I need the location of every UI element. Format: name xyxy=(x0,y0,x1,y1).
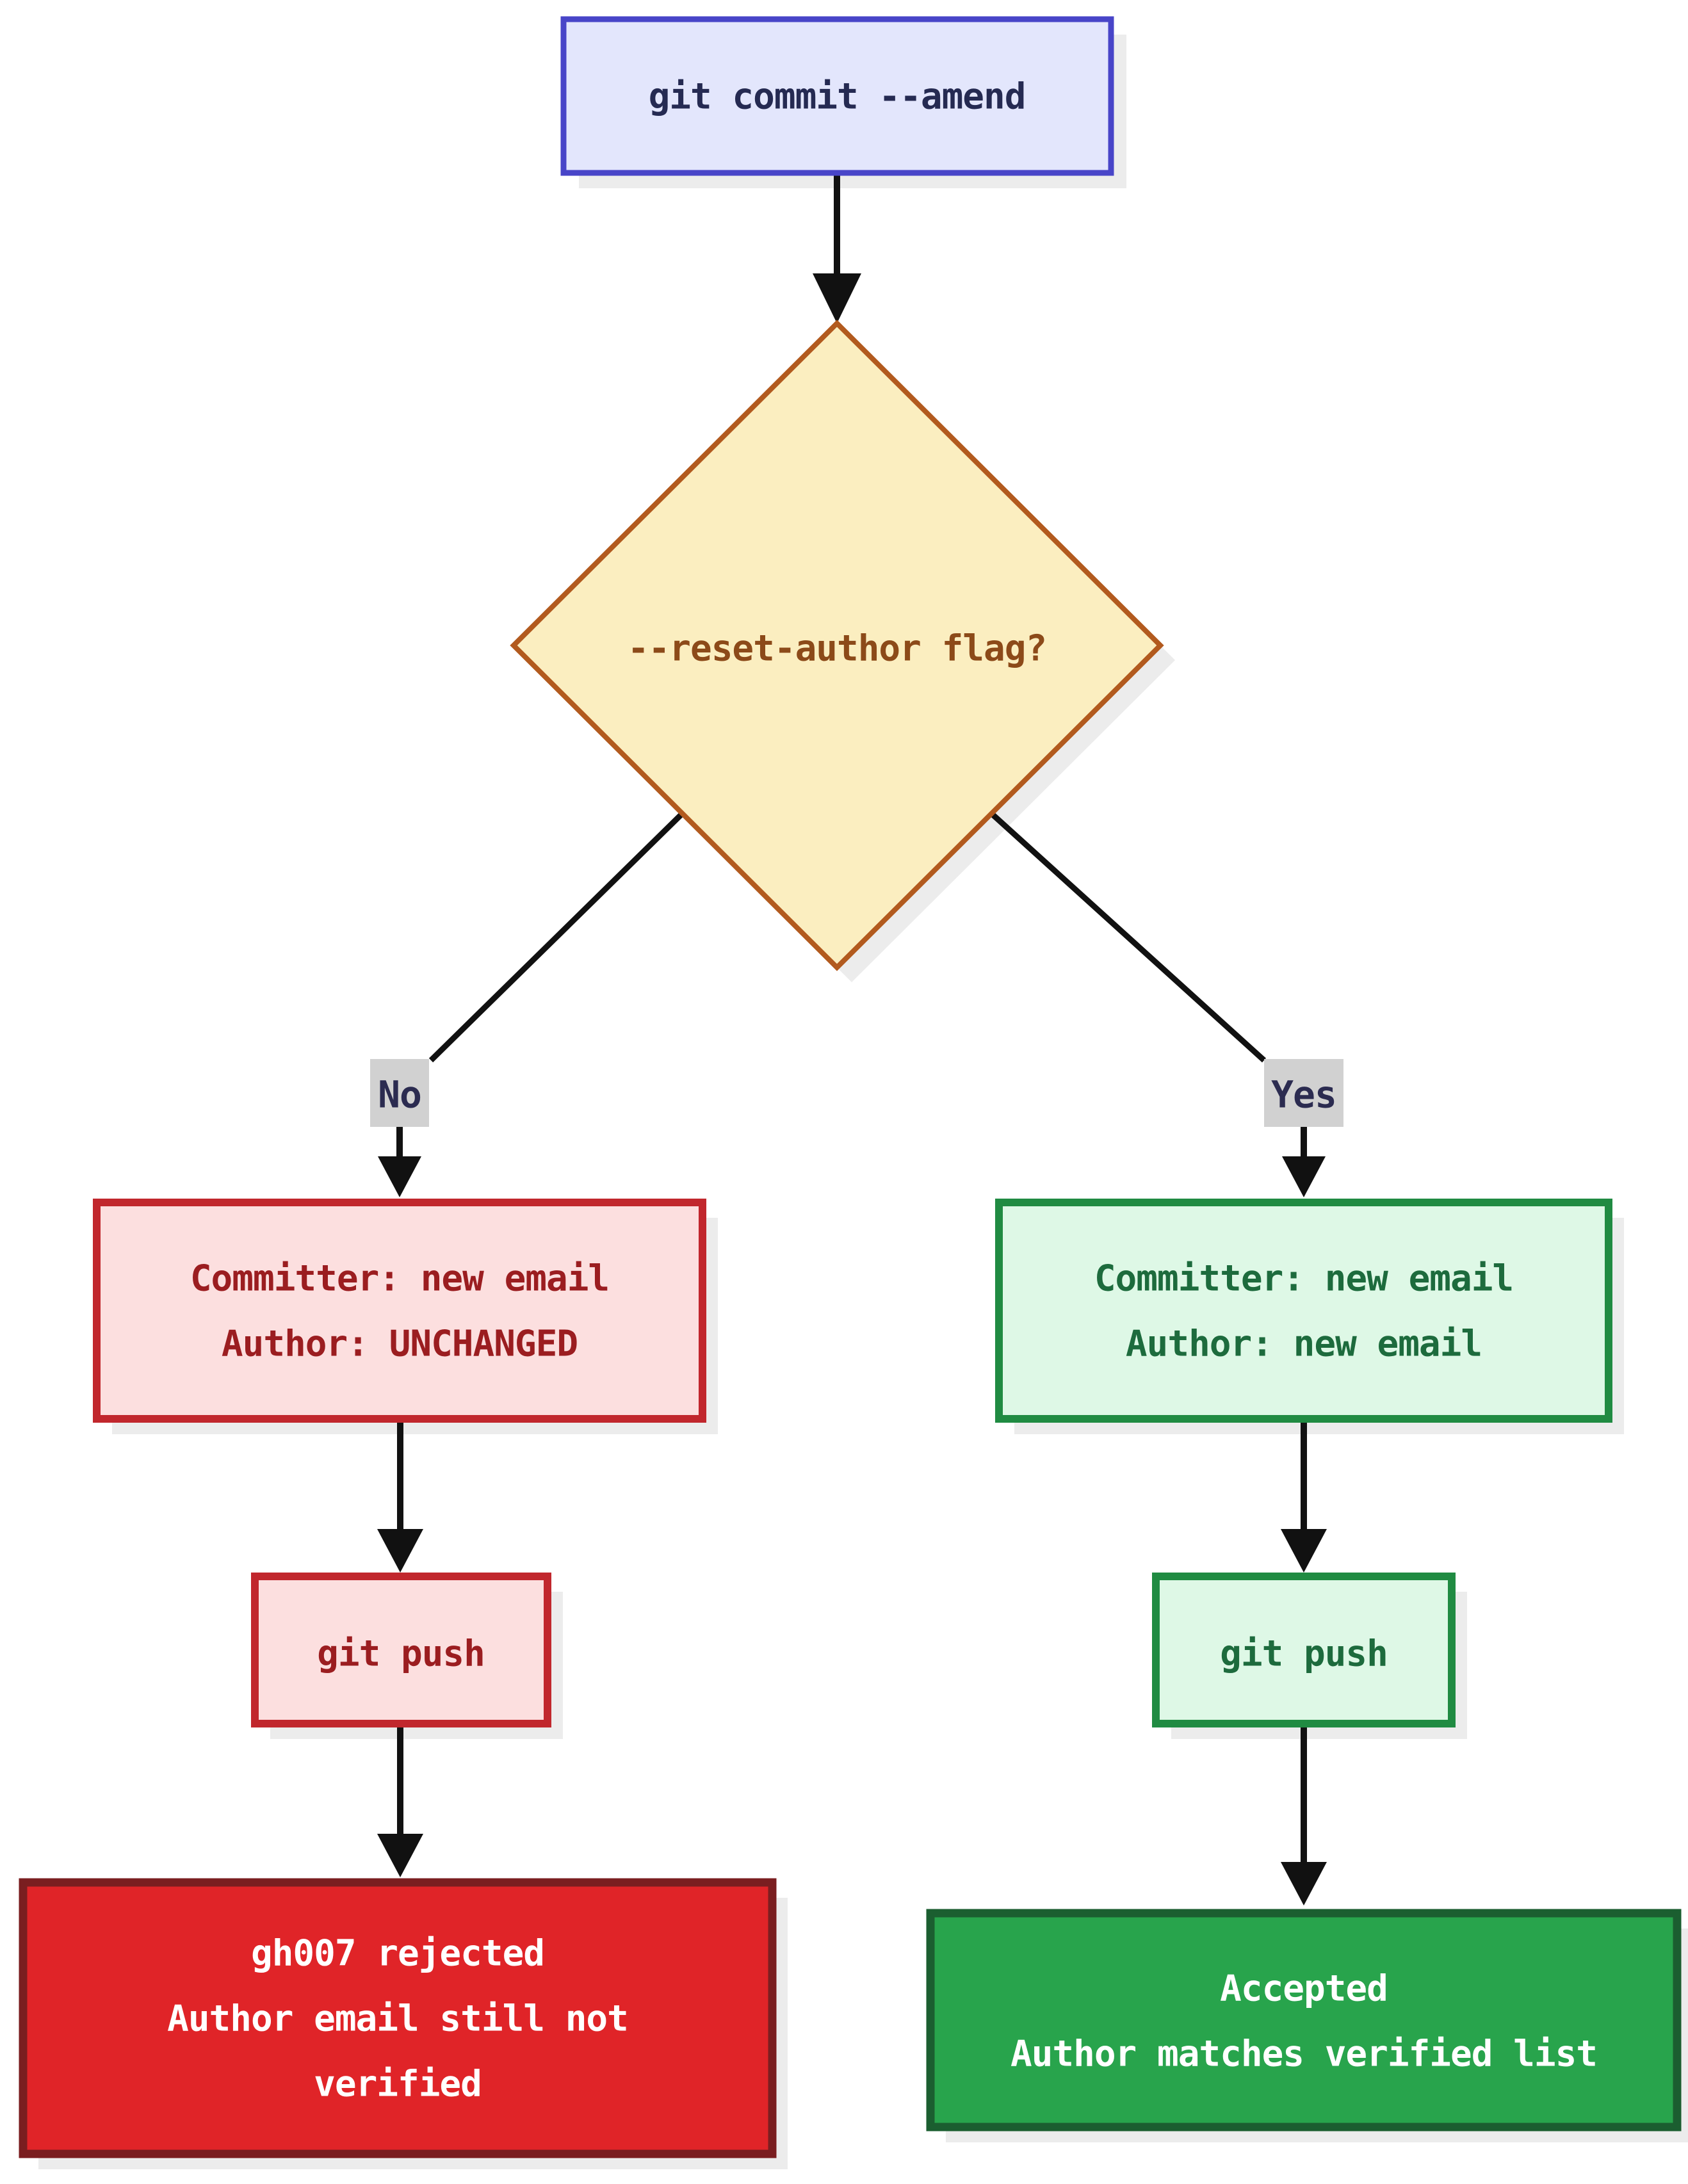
arrowhead-down-icon xyxy=(378,1156,421,1197)
arrowhead-down-icon xyxy=(377,1529,423,1573)
node-label-line2: Author: UNCHANGED xyxy=(222,1323,578,1365)
arrowhead-down-icon xyxy=(1282,1156,1326,1197)
node-box xyxy=(560,16,1114,176)
decision-diamond xyxy=(510,320,1164,971)
node-box xyxy=(926,1909,1682,2131)
node-git-push-no: git push xyxy=(251,1573,551,1727)
edge-label-no: No xyxy=(370,1059,429,1127)
node-accepted: Accepted Author matches verified list xyxy=(926,1909,1682,2131)
node-result-yes: Committer: new email Author: new email xyxy=(995,1199,1612,1423)
node-label-line1: gh007 rejected xyxy=(251,1933,544,1975)
edge-label-text: No xyxy=(378,1072,421,1116)
arrowhead-down-icon xyxy=(1281,1862,1327,1905)
edge-label-bg xyxy=(1264,1059,1343,1127)
node-git-push-yes: git push xyxy=(1152,1573,1456,1727)
edge-label-yes: Yes xyxy=(1264,1059,1343,1127)
node-label: git push xyxy=(317,1633,485,1675)
node-label-line2: Author email still not xyxy=(167,1998,628,2040)
node-label-line1: Committer: new email xyxy=(1094,1258,1513,1300)
node-label-line3: verified xyxy=(314,2064,482,2105)
arrowhead-down-icon xyxy=(377,1834,423,1877)
node-label-line2: Author: new email xyxy=(1126,1323,1482,1365)
edge-label-text: Yes xyxy=(1271,1072,1336,1116)
node-box xyxy=(93,1199,706,1423)
edge-decision-to-yes xyxy=(991,813,1267,1063)
node-label: git commit --amend xyxy=(649,76,1026,118)
arrowhead-down-icon xyxy=(813,273,861,323)
node-box xyxy=(995,1199,1612,1423)
node-git-commit-amend: git commit --amend xyxy=(560,16,1114,176)
node-label-line1: Committer: new email xyxy=(190,1258,609,1300)
node-label-line2: Author matches verified list xyxy=(1010,2034,1597,2075)
decision-reset-author-flag: --reset-author flag? xyxy=(510,320,1164,971)
node-box xyxy=(1152,1573,1456,1727)
node-label: git push xyxy=(1220,1633,1388,1675)
node-rejected: gh007 rejected Author email still not ve… xyxy=(19,1878,777,2158)
edge-decision-to-no xyxy=(428,813,683,1063)
node-result-no: Committer: new email Author: UNCHANGED xyxy=(93,1199,706,1423)
node-label-line1: Accepted xyxy=(1220,1968,1388,2010)
arrowhead-down-icon xyxy=(1281,1529,1327,1573)
decision-label: --reset-author flag? xyxy=(628,628,1046,670)
node-box xyxy=(19,1878,777,2158)
node-box xyxy=(251,1573,551,1727)
edge-label-bg xyxy=(370,1059,429,1127)
